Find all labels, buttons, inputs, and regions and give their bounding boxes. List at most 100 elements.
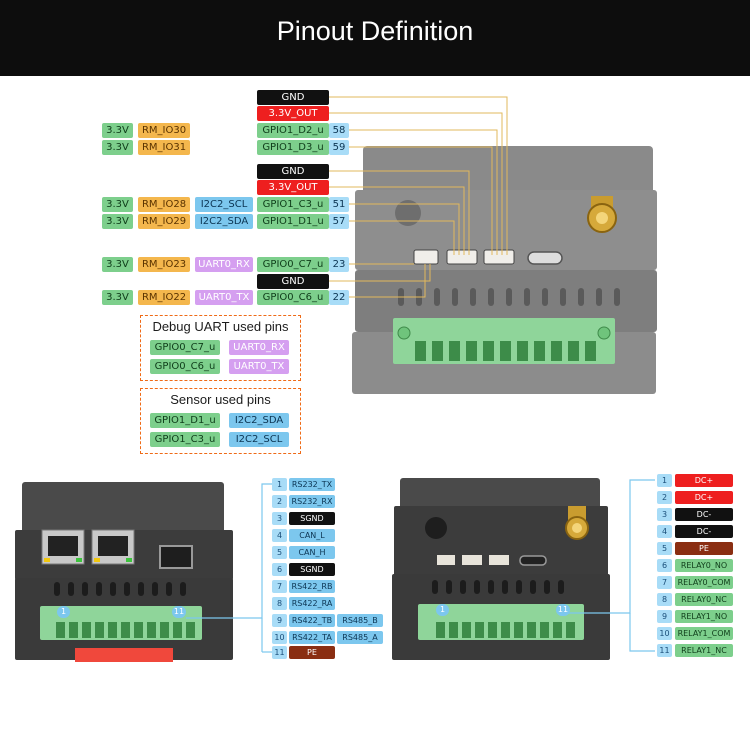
left-pin-10-number: 10 xyxy=(272,631,287,644)
pin58-number: 58 xyxy=(329,123,349,138)
pin58-rm: RM_IO30 xyxy=(138,123,190,138)
right-pin-8-number: 8 xyxy=(657,593,672,606)
right-pin-11-number: 11 xyxy=(657,644,672,657)
pin23-number: 23 xyxy=(329,257,349,272)
pin58-gpio: GPIO1_D2_u xyxy=(257,123,329,138)
pin51-rm: RM_IO28 xyxy=(138,197,190,212)
left-pin-3-label: SGND xyxy=(289,512,335,525)
right-pin-1-label: DC+ xyxy=(675,474,733,487)
right-pin-4-number: 4 xyxy=(657,525,672,538)
right-pin-5-number: 5 xyxy=(657,542,672,555)
left-terminal-marker-last: 11 xyxy=(172,606,186,618)
bottom-right-device-image xyxy=(392,478,610,660)
bottom-bracket-lines xyxy=(186,479,655,653)
pin-3v3-out-1: 3.3V_OUT xyxy=(257,106,329,121)
right-pin-10-number: 10 xyxy=(657,627,672,640)
pin57-voltage: 3.3V xyxy=(102,214,133,229)
pin-gnd-2: GND xyxy=(257,164,329,179)
pin22-rm: RM_IO22 xyxy=(138,290,190,305)
left-pin-9-label: RS422_TB xyxy=(289,614,335,627)
pin-gnd-3: GND xyxy=(257,274,329,289)
debug-uart-box: Debug UART used pins GPIO0_C7_u UART0_RX… xyxy=(140,315,301,381)
left-pin-4-number: 4 xyxy=(272,529,287,542)
page-title: Pinout Definition xyxy=(276,16,474,46)
left-pin-10-alt: RS485_A xyxy=(337,631,383,644)
right-pin-1-number: 1 xyxy=(657,474,672,487)
right-pin-9-number: 9 xyxy=(657,610,672,623)
pin22-voltage: 3.3V xyxy=(102,290,133,305)
pin51-alt: I2C2_SCL xyxy=(195,197,253,212)
pin23-alt: UART0_RX xyxy=(195,257,253,272)
left-pin-10-label: RS422_TA xyxy=(289,631,335,644)
right-pin-2-label: DC+ xyxy=(675,491,733,504)
right-pin-2-number: 2 xyxy=(657,491,672,504)
left-pin-8-number: 8 xyxy=(272,597,287,610)
sensor-title: Sensor used pins xyxy=(170,392,271,407)
right-terminal-marker-first: 1 xyxy=(436,604,449,616)
pin-3v3-out-2: 3.3V_OUT xyxy=(257,180,329,195)
pin22-alt: UART0_TX xyxy=(195,290,253,305)
pin57-alt: I2C2_SDA xyxy=(195,214,253,229)
pin57-number: 57 xyxy=(329,214,349,229)
debug-uart-title: Debug UART used pins xyxy=(152,319,289,334)
debug-func-2: UART0_TX xyxy=(229,359,289,374)
right-terminal-marker-last: 11 xyxy=(556,604,570,616)
sensor-gpio-2: GPIO1_C3_u xyxy=(150,432,220,447)
right-pin-9-label: RELAY1_NO xyxy=(675,610,733,623)
right-pin-7-label: RELAY0_COM xyxy=(675,576,733,589)
left-pin-5-label: CAN_H xyxy=(289,546,335,559)
pin51-gpio: GPIO1_C3_u xyxy=(257,197,329,212)
pin57-rm: RM_IO29 xyxy=(138,214,190,229)
right-pin-10-label: RELAY1_COM xyxy=(675,627,733,640)
pin59-voltage: 3.3V xyxy=(102,140,133,155)
pin-gnd-1: GND xyxy=(257,90,329,105)
right-pin-8-label: RELAY0_NC xyxy=(675,593,733,606)
left-terminal-marker-first: 1 xyxy=(57,606,70,618)
pin23-gpio: GPIO0_C7_u xyxy=(257,257,329,272)
left-pin-5-number: 5 xyxy=(272,546,287,559)
left-pin-4-label: CAN_L xyxy=(289,529,335,542)
left-pin-6-label: SGND xyxy=(289,563,335,576)
left-pin-2-label: RS232_RX xyxy=(289,495,335,508)
left-pin-3-number: 3 xyxy=(272,512,287,525)
left-pin-7-label: RS422_RB xyxy=(289,580,335,593)
sensor-func-2: I2C2_SCL xyxy=(229,432,289,447)
left-pin-6-number: 6 xyxy=(272,563,287,576)
left-pin-1-label: RS232_TX xyxy=(289,478,335,491)
right-pin-5-label: PE xyxy=(675,542,733,555)
sensor-gpio-1: GPIO1_D1_u xyxy=(150,413,220,428)
pin58-voltage: 3.3V xyxy=(102,123,133,138)
pin57-gpio: GPIO1_D1_u xyxy=(257,214,329,229)
top-device-image xyxy=(352,146,657,394)
right-pin-4-label: DC- xyxy=(675,525,733,538)
left-pin-1-number: 1 xyxy=(272,478,287,491)
pin59-number: 59 xyxy=(329,140,349,155)
right-pin-11-label: RELAY1_NC xyxy=(675,644,733,657)
header-bar: Pinout Definition xyxy=(0,0,750,76)
pin59-rm: RM_IO31 xyxy=(138,140,190,155)
left-pin-11-number: 11 xyxy=(272,646,287,659)
right-pin-3-number: 3 xyxy=(657,508,672,521)
debug-gpio-1: GPIO0_C7_u xyxy=(150,340,220,355)
left-pin-2-number: 2 xyxy=(272,495,287,508)
pin51-number: 51 xyxy=(329,197,349,212)
pin59-gpio: GPIO1_D3_u xyxy=(257,140,329,155)
sensor-func-1: I2C2_SDA xyxy=(229,413,289,428)
left-pin-9-number: 9 xyxy=(272,614,287,627)
bottom-left-device-image xyxy=(15,482,233,662)
pin23-rm: RM_IO23 xyxy=(138,257,190,272)
right-pin-6-number: 6 xyxy=(657,559,672,572)
debug-func-1: UART0_RX xyxy=(229,340,289,355)
left-pin-9-alt: RS485_B xyxy=(337,614,383,627)
debug-gpio-2: GPIO0_C6_u xyxy=(150,359,220,374)
right-pin-7-number: 7 xyxy=(657,576,672,589)
pin23-voltage: 3.3V xyxy=(102,257,133,272)
left-pin-8-label: RS422_RA xyxy=(289,597,335,610)
top-pin-leader-lines xyxy=(329,96,508,298)
pin22-gpio: GPIO0_C6_u xyxy=(257,290,329,305)
pin22-number: 22 xyxy=(329,290,349,305)
right-pin-6-label: RELAY0_NO xyxy=(675,559,733,572)
left-pin-7-number: 7 xyxy=(272,580,287,593)
sensor-box: Sensor used pins GPIO1_D1_u I2C2_SDA GPI… xyxy=(140,388,301,454)
